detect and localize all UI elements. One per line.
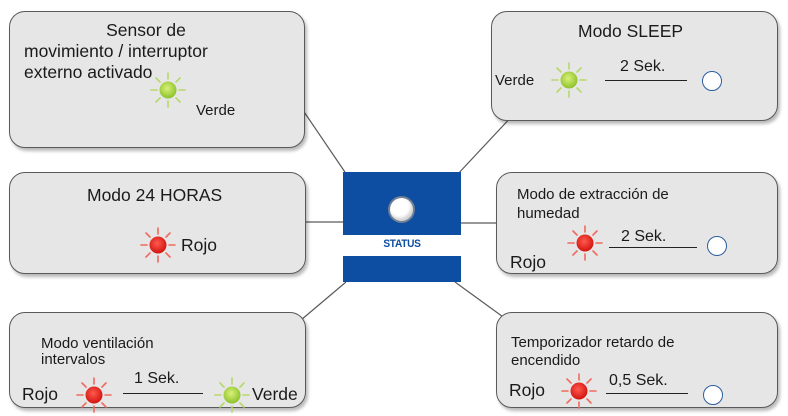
box-sensor-activated: Sensor de movimiento / interruptor exter… <box>9 11 305 148</box>
box-timer-delay-mode: Temporizador retardo de encendido Rojo 0… <box>496 312 778 409</box>
box-24h-mode: Modo 24 HORAS Rojo <box>9 172 306 274</box>
interval-line <box>609 247 697 248</box>
interval-vent-left-label: Rojo <box>22 384 58 404</box>
red-led-icon <box>567 225 603 261</box>
interval-vent-title-line-1: Modo ventilación <box>41 335 154 352</box>
timer-led-label: Rojo <box>509 380 545 400</box>
sleep-led-label: Verde <box>495 72 535 89</box>
led-off-icon <box>707 236 727 256</box>
status-label: STATUS <box>383 238 421 250</box>
box-humidity-mode: Modo de extracción de humedad 2 Sek. Roj… <box>496 172 778 274</box>
sensor-led-label: Verde <box>196 102 236 119</box>
interval-vent-interval: 1 Sek. <box>134 370 180 387</box>
red-led-icon <box>140 227 176 263</box>
status-led-icon <box>388 196 415 223</box>
sleep-interval: 2 Sek. <box>620 58 666 75</box>
interval-vent-title-line-2: intervalos <box>41 351 106 368</box>
connector-interval-vent <box>300 281 347 321</box>
led-off-icon <box>703 385 723 405</box>
interval-vent-right-label: Verde <box>252 384 298 404</box>
sensor-title-line-3: externo activado <box>24 62 153 82</box>
timer-interval: 0,5 Sek. <box>609 372 668 389</box>
humidity-title-line-2: humedad <box>517 205 580 222</box>
red-led-icon <box>76 377 112 413</box>
green-led-icon <box>150 72 186 108</box>
timer-title-line-1: Temporizador retardo de <box>511 334 675 351</box>
status-panel: STATUS <box>343 172 461 282</box>
timer-title-line-2: encendido <box>511 352 581 369</box>
red-led-icon <box>561 373 597 409</box>
led-off-icon <box>702 71 722 91</box>
interval-line <box>123 393 203 394</box>
box-interval-ventilation-mode: Modo ventilación intervalos Rojo 1 Sek. … <box>9 312 306 413</box>
humidity-interval: 2 Sek. <box>621 228 667 245</box>
mode24-title: Modo 24 HORAS <box>87 185 223 205</box>
green-led-icon <box>214 377 250 413</box>
sleep-title: Modo SLEEP <box>578 21 684 41</box>
humidity-title-line-1: Modo de extracción de <box>517 186 669 203</box>
sensor-title-line-1: Sensor de <box>106 20 186 40</box>
status-label-band <box>343 235 461 256</box>
mode24-led-label: Rojo <box>181 235 217 255</box>
humidity-led-label: Rojo <box>510 252 546 272</box>
interval-line <box>605 80 687 81</box>
connector-sleep <box>455 113 515 177</box>
interval-line <box>606 393 688 394</box>
green-led-icon <box>551 62 587 98</box>
box-sleep-mode: Modo SLEEP Verde 2 Sek. <box>491 11 778 121</box>
sensor-title-line-2: movimiento / interruptor <box>24 41 208 61</box>
